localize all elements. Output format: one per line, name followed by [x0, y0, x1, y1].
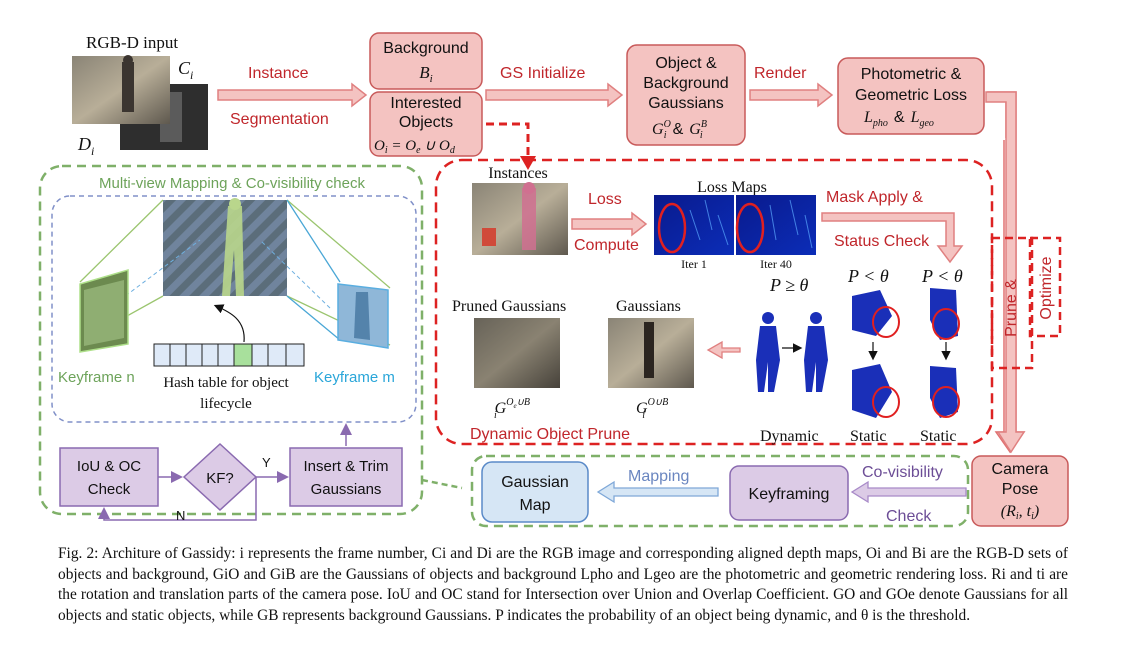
p-ge-label: P ≥ θ [769, 275, 809, 295]
mapping-arrow [596, 480, 719, 504]
loss-formula: Lpho&Lgeo [863, 109, 934, 129]
interested-objects-box [369, 91, 483, 157]
dynamic-prune-label: Dynamic Object Prune [470, 426, 630, 443]
background-box [369, 32, 483, 90]
render-arrow [749, 82, 834, 108]
loss-line2: Geometric Loss [855, 87, 967, 104]
hash-label-2: lifecycle [200, 396, 252, 412]
iter1-label: Iter 1 [681, 257, 707, 271]
iou-check-box [59, 447, 159, 507]
camera-line1: Camera [992, 461, 1049, 478]
optimize-arrow [985, 91, 1026, 454]
map-line2: Map [519, 497, 550, 514]
instances-label: Instances [488, 165, 548, 182]
caption-fig-number: Fig. 2: [58, 545, 99, 562]
instance-label: Instance [248, 65, 309, 82]
loss-compute-arrow [571, 211, 648, 237]
mapping-label: Mapping [628, 468, 689, 485]
tracking-panel [470, 454, 970, 528]
render-label: Render [754, 65, 807, 82]
rgbd-label: RGB-D input [86, 33, 178, 52]
background-title: Background [383, 40, 468, 57]
co-visibility-label: Co-visibility [862, 464, 943, 481]
kf-diamond [182, 442, 258, 512]
bi-label: Bi [419, 63, 432, 85]
keyframe-m-label: Keyframe m [314, 369, 395, 386]
dynamic-person-1 [756, 312, 780, 392]
interested-line1: Interested [390, 95, 461, 112]
di-label: Di [77, 134, 94, 158]
segmentation-arrow [217, 82, 368, 108]
hash-table [153, 343, 305, 367]
kf-label: KF? [206, 470, 234, 487]
p-lt-label-2: P < θ [921, 266, 963, 286]
iou-line2: Check [88, 481, 131, 498]
insert-trim-box [289, 447, 403, 507]
hash-label-1: Hash table for object [163, 375, 289, 391]
iou-line1: IoU & OC [77, 458, 141, 475]
insert-line1: Insert & Trim [303, 458, 388, 475]
caption-body: Architure of Gassidy: i represents the f… [58, 545, 1069, 624]
keyframing-label: Keyframing [749, 486, 830, 503]
p-lt-label-1: P < θ [847, 266, 889, 286]
static-chair-2-top [930, 288, 960, 340]
static-chair-1-bottom [852, 364, 900, 418]
dynamic-label: Dynamic [760, 428, 819, 445]
interested-line2: Objects [399, 114, 453, 131]
static-label-1: Static [850, 428, 886, 445]
prune-label: Prune & [1003, 279, 1020, 337]
ci-label: Ci [178, 58, 193, 82]
rgb-image [72, 56, 170, 124]
loss-maps-label: Loss Maps [697, 179, 767, 196]
mask-apply-label: Mask Apply & [826, 189, 923, 206]
gaussians-label: Gaussians [616, 298, 681, 315]
obg-line3: Gaussians [648, 95, 724, 112]
pruned-gaussians-label: Pruned Gaussians [452, 298, 566, 315]
prune-back-arrow [706, 340, 741, 360]
insert-line2: Gaussians [311, 481, 382, 498]
no-label: N [176, 508, 185, 523]
check-label: Check [886, 508, 932, 525]
iter40-label: Iter 40 [760, 257, 792, 271]
compute-label: Compute [574, 237, 639, 254]
gaussians-box [626, 44, 746, 146]
obg-line2: Background [643, 75, 728, 92]
gs-initialize-label: GS Initialize [500, 65, 585, 82]
gs-initialize-arrow [485, 82, 624, 108]
co-visibility-arrow [850, 480, 967, 504]
static-chair-1-top [852, 290, 900, 338]
obg-line1: Object & [655, 55, 717, 72]
static-label-2: Static [920, 428, 956, 445]
camera-line2: Pose [1002, 481, 1039, 498]
camera-pose-box [971, 455, 1069, 527]
figure-caption: Fig. 2: Architure of Gassidy: i represen… [58, 544, 1068, 626]
loss-line1: Photometric & [861, 66, 962, 83]
dynamic-prune-panel [434, 158, 994, 446]
optimize-label: Optimize [1038, 256, 1055, 319]
camera-formula: (Ri, ti) [1001, 503, 1039, 522]
loss-map-iter1 [654, 195, 734, 255]
gaussian-map-box [481, 461, 589, 523]
mask-apply-arrow [821, 212, 964, 264]
map-line1: Gaussian [501, 474, 569, 491]
oi-formula: Oi = Oe ∪ Od [374, 138, 456, 156]
status-check-label: Status Check [834, 233, 930, 250]
segmentation-label: Segmentation [230, 111, 329, 128]
loss-box [837, 57, 985, 135]
left-panel [38, 164, 424, 516]
keyframing-box [729, 465, 849, 521]
yes-label: Y [262, 455, 271, 470]
keyframe-n-label: Keyframe n [58, 369, 135, 386]
loss-label: Loss [588, 191, 622, 208]
pruned-gaussians-image [474, 318, 560, 388]
static-chair-2-bottom [930, 366, 960, 418]
left-panel-title: Multi-view Mapping & Co-visibility check [99, 175, 365, 192]
mapping-subpanel [51, 195, 417, 423]
dynamic-person-2 [804, 312, 828, 392]
